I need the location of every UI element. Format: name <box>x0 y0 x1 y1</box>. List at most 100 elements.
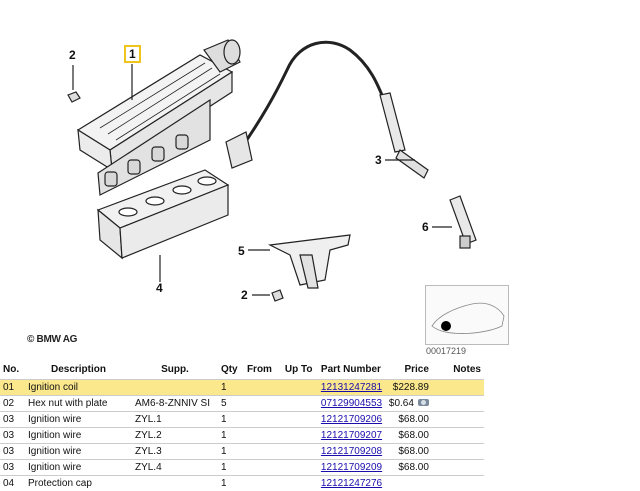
part-number-link[interactable]: 07129904553 <box>317 394 386 411</box>
cell-from <box>243 410 282 427</box>
cell-price: $68.00 <box>385 426 432 443</box>
cell-from <box>243 426 282 443</box>
cell-supp: ZYL.4 <box>131 458 218 475</box>
part-number-link[interactable]: 12121247276 <box>317 474 386 491</box>
cell-no: 03 <box>0 426 24 443</box>
cell-from <box>243 378 282 395</box>
cell-no: 03 <box>0 410 24 427</box>
header-part-number: Part Number <box>320 363 381 375</box>
cell-notes <box>431 474 484 491</box>
cell-supp: ZYL.3 <box>131 442 218 459</box>
parts-diagram: 1 2 3 4 5 6 2 © BMW AG 00017219 <box>27 39 509 356</box>
part-number-link[interactable]: 12121709208 <box>317 442 386 459</box>
cell-no: 03 <box>0 442 24 459</box>
header-supp: Supp. <box>161 363 189 375</box>
cell-from <box>243 474 282 491</box>
cell-upto <box>281 378 318 395</box>
callout-4[interactable]: 4 <box>156 281 163 295</box>
cell-price: $68.00 <box>385 458 432 475</box>
car-location-icon <box>431 302 505 334</box>
part-number-link[interactable]: 12121709209 <box>317 458 386 475</box>
cell-supp <box>131 378 218 395</box>
callout-6[interactable]: 6 <box>422 220 429 234</box>
vehicle-thumbnail[interactable] <box>425 285 509 345</box>
ignition-coil-drawing[interactable] <box>76 39 241 196</box>
cell-qty: 1 <box>217 378 244 395</box>
cell-price <box>385 474 432 491</box>
cell-supp: ZYL.2 <box>131 426 218 443</box>
cell-qty: 1 <box>217 410 244 427</box>
cell-description: Ignition coil <box>23 378 132 395</box>
header-notes: Notes <box>453 363 481 375</box>
cell-from <box>243 458 282 475</box>
callout-1[interactable]: 1 <box>124 45 141 63</box>
callout-2-lower[interactable]: 2 <box>241 288 248 302</box>
header-price: Price <box>404 363 429 375</box>
cell-notes <box>431 394 484 411</box>
cell-upto <box>281 458 318 475</box>
cell-qty: 5 <box>217 394 244 411</box>
cell-description: Ignition wire <box>23 442 132 459</box>
parts-list: No. Description Supp. Qty From Up To Par… <box>0 360 640 491</box>
callout-5[interactable]: 5 <box>238 244 245 258</box>
cell-description: Protection cap <box>23 474 132 491</box>
header-upto: Up To <box>284 363 313 375</box>
cell-from <box>243 394 282 411</box>
cell-notes <box>431 442 484 459</box>
hex-nut-lower-drawing[interactable] <box>271 289 284 302</box>
cell-no: 01 <box>0 378 24 395</box>
ignition-wire-drawing[interactable] <box>225 40 429 179</box>
callout-2-upper[interactable]: 2 <box>69 48 76 62</box>
cell-qty: 1 <box>217 442 244 459</box>
part-number-link[interactable]: 12121709207 <box>317 426 386 443</box>
cell-description: Ignition wire <box>23 426 132 443</box>
exploded-view-drawing <box>67 39 477 302</box>
cell-no: 03 <box>0 458 24 475</box>
bracket-drawing[interactable] <box>267 234 351 289</box>
protection-cap-drawing[interactable] <box>96 169 230 260</box>
cell-description: Ignition wire <box>23 410 132 427</box>
cell-supp: ZYL.1 <box>131 410 218 427</box>
cell-description: Ignition wire <box>23 458 132 475</box>
cell-from <box>243 442 282 459</box>
cell-notes <box>431 458 484 475</box>
part-number-link[interactable]: 12121709206 <box>317 410 386 427</box>
cell-qty: 1 <box>217 458 244 475</box>
cell-notes <box>431 426 484 443</box>
cell-price: $228.89 <box>385 378 432 395</box>
cell-price: $0.64 <box>385 394 432 411</box>
cell-qty: 1 <box>217 474 244 491</box>
cell-no: 02 <box>0 394 24 411</box>
cell-upto <box>281 394 318 411</box>
header-description: Description <box>50 363 106 375</box>
cell-upto <box>281 426 318 443</box>
cell-supp: AM6-8-ZNNIV SI <box>131 394 218 411</box>
cell-no: 04 <box>0 474 24 491</box>
cell-notes <box>431 378 484 395</box>
cell-price: $68.00 <box>385 410 432 427</box>
cell-price: $68.00 <box>385 442 432 459</box>
cell-upto <box>281 474 318 491</box>
spark-plug-connector-drawing[interactable] <box>449 195 477 249</box>
copyright-label: © BMW AG <box>27 334 78 345</box>
header-qty: Qty <box>220 363 238 375</box>
header-no: No. <box>3 363 20 375</box>
hex-nut-drawing[interactable] <box>67 91 81 103</box>
part-number-link[interactable]: 12131247281 <box>317 378 386 395</box>
callout-3[interactable]: 3 <box>375 153 382 167</box>
cell-upto <box>281 410 318 427</box>
diagram-id: 00017219 <box>426 346 467 356</box>
cell-description: Hex nut with plate <box>23 394 132 411</box>
parts-table: No. Description Supp. Qty From Up To Par… <box>0 360 484 491</box>
cell-qty: 1 <box>217 426 244 443</box>
photo-icon[interactable] <box>417 399 429 407</box>
cell-upto <box>281 442 318 459</box>
table-header-row: No. Description Supp. Qty From Up To Par… <box>0 360 484 379</box>
